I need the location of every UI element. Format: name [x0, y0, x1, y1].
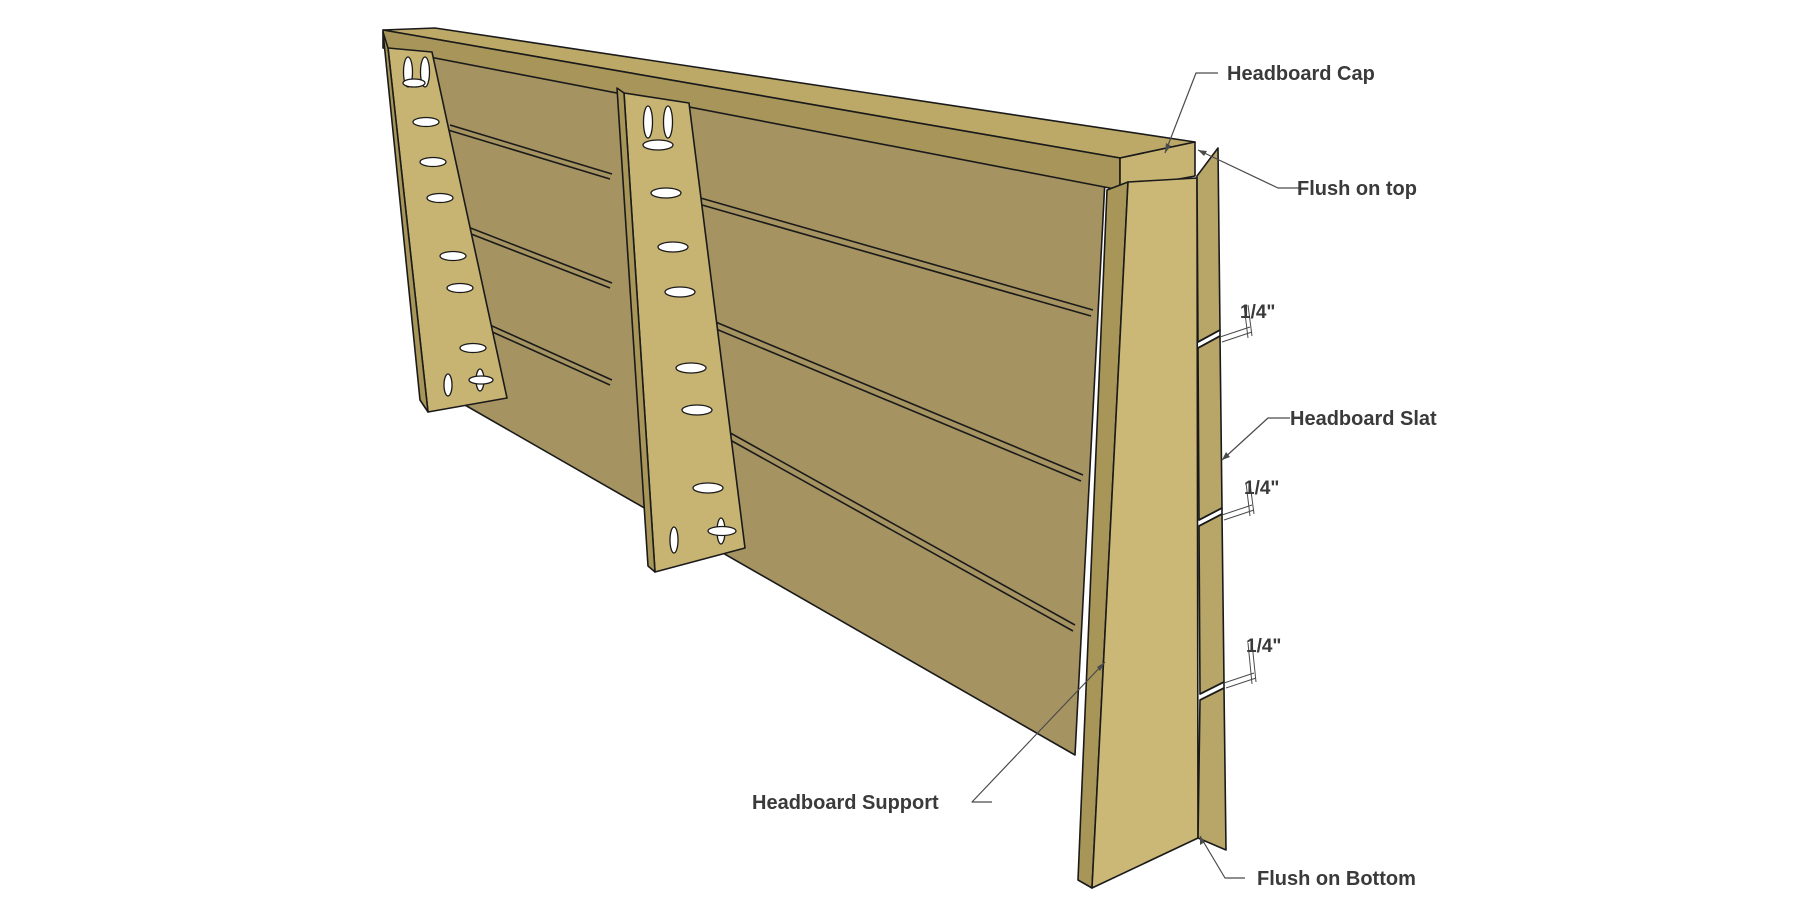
slat-end-3	[1198, 513, 1225, 695]
callout-labels: Headboard Cap Flush on top Headboard Sla…	[752, 63, 1437, 890]
cap-end-face	[1119, 141, 1196, 191]
leader-headboard-cap	[1164, 72, 1218, 154]
slat-panel	[429, 54, 1106, 756]
callout-leaders	[971, 72, 1300, 879]
slat-gap-lines	[447, 124, 1094, 632]
middle-rear-support	[616, 87, 746, 573]
leader-flush-on-top	[1197, 149, 1300, 189]
headboard-cap	[382, 27, 1196, 191]
dimension-marks	[1219, 304, 1257, 689]
leader-flush-on-bottom	[1199, 835, 1245, 879]
label-headboard-slat: Headboard Slat	[1290, 408, 1437, 430]
label-headboard-support: Headboard Support	[752, 792, 939, 814]
leader-headboard-support	[971, 661, 1106, 803]
label-gap-1: 1/4"	[1240, 302, 1275, 323]
slat-end-gaps	[1197, 329, 1225, 701]
label-headboard-cap: Headboard Cap	[1227, 63, 1375, 85]
label-flush-on-top: Flush on top	[1297, 178, 1417, 200]
slat-end-faces	[1196, 147, 1227, 851]
callout-arrowheads	[1097, 143, 1230, 845]
slat-end-1	[1196, 147, 1221, 343]
leader-headboard-slat	[1221, 417, 1290, 461]
slat-end-2	[1197, 335, 1223, 521]
left-rear-support	[382, 31, 508, 413]
label-flush-on-bottom: Flush on Bottom	[1257, 868, 1416, 890]
label-gap-2: 1/4"	[1244, 478, 1279, 499]
headboard-support-leg	[1077, 147, 1227, 889]
middle-support-edge	[616, 87, 656, 573]
slat-end-4	[1197, 687, 1227, 851]
left-support-pocket-holes	[402, 56, 494, 397]
middle-support-pocket-holes	[642, 105, 737, 554]
label-gap-3: 1/4"	[1246, 636, 1281, 657]
left-support-edge	[382, 31, 429, 413]
